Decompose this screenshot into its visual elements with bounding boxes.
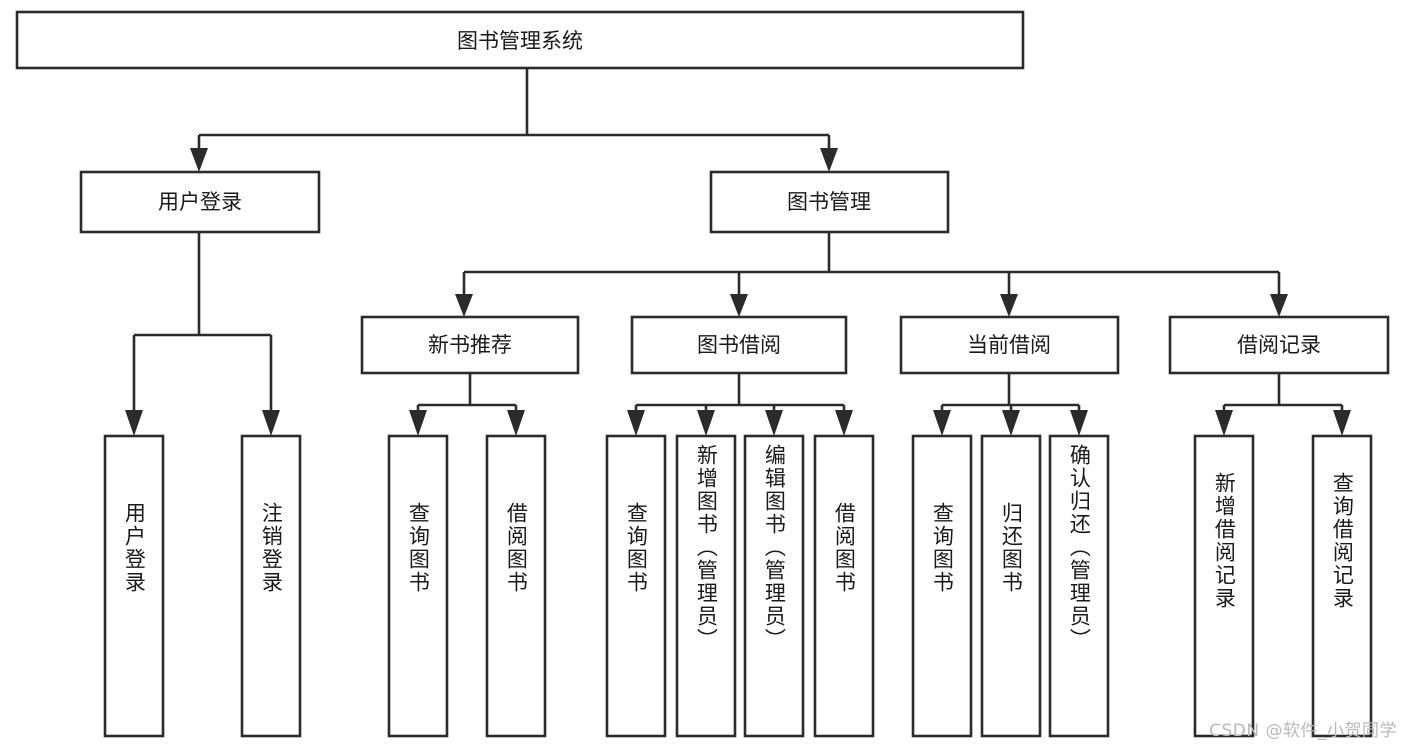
node-borrow-record[interactable]: 借阅记录 <box>1168 315 1390 375</box>
arrow-to-leaf-user-login <box>125 410 143 436</box>
arrow-to-new-book-recommend <box>455 294 473 317</box>
node-root-system[interactable]: 图书管理系统 <box>15 10 1025 70</box>
root-box[interactable] <box>15 10 1025 70</box>
leaf-box-confirm-return[interactable] <box>1048 434 1110 738</box>
edge-group-bookmgmt-to-level3 <box>455 232 1288 317</box>
leaf-box-user-login[interactable] <box>103 434 165 738</box>
edge-group-root-to-level2 <box>190 68 838 172</box>
borrow-record-label: 借阅记录 <box>1237 333 1321 357</box>
user-login-box[interactable] <box>79 170 321 234</box>
arrow-to-leaf-edit-book <box>765 410 783 436</box>
edge-group-userlogin-to-leaves <box>125 232 280 436</box>
borrow-record-box[interactable] <box>1168 315 1390 375</box>
edge-group-borrowrecord-to-leaves <box>1215 373 1351 436</box>
leaf-box-query-record[interactable] <box>1311 434 1373 738</box>
leaf-box-query-book-b[interactable] <box>605 434 667 738</box>
book-borrow-label: 图书借阅 <box>697 333 781 357</box>
root-label: 图书管理系统 <box>457 29 583 53</box>
leaf-box-query-book-a[interactable] <box>387 434 449 738</box>
leaf-box-return-book[interactable] <box>980 434 1042 738</box>
book-borrow-box[interactable] <box>630 315 848 375</box>
edge-group-newbook-to-leaves <box>409 373 525 436</box>
leaf-box-add-book[interactable] <box>675 434 737 738</box>
node-current-borrow[interactable]: 当前借阅 <box>899 315 1120 375</box>
leaf-box-borrow-book-b[interactable] <box>813 434 875 738</box>
arrow-root-to-user-login <box>190 148 208 172</box>
edge-group-currentborrow-to-leaves <box>933 373 1088 436</box>
leaf-box-edit-book[interactable] <box>743 434 805 738</box>
arrow-to-leaf-borrow-book-b <box>835 410 853 436</box>
book-management-label: 图书管理 <box>787 190 871 214</box>
leaf-box-logout[interactable] <box>240 434 302 738</box>
book-management-box[interactable] <box>709 170 950 234</box>
arrow-to-leaf-borrow-book-a <box>507 410 525 436</box>
leaf-box-query-book-c[interactable] <box>911 434 973 738</box>
current-borrow-box[interactable] <box>899 315 1120 375</box>
node-book-management[interactable]: 图书管理 <box>709 170 950 234</box>
current-borrow-label: 当前借阅 <box>967 333 1051 357</box>
edge-group-bookborrow-to-leaves <box>627 373 853 436</box>
user-login-label: 用户登录 <box>158 190 242 214</box>
arrow-to-leaf-query-book-c <box>933 410 951 436</box>
node-user-login[interactable]: 用户登录 <box>79 170 321 234</box>
arrow-to-current-borrow <box>1000 294 1018 317</box>
arrow-to-borrow-record <box>1270 294 1288 317</box>
csdn-watermark: CSDN @软件_小贺同学 <box>1209 721 1397 741</box>
node-book-borrow[interactable]: 图书借阅 <box>630 315 848 375</box>
arrow-to-leaf-add-book <box>697 410 715 436</box>
leaf-box-borrow-book-a[interactable] <box>485 434 547 738</box>
new-book-recommend-label: 新书推荐 <box>428 333 512 357</box>
arrow-to-leaf-logout <box>262 410 280 436</box>
node-new-book-recommend[interactable]: 新书推荐 <box>360 315 580 375</box>
new-book-recommend-box[interactable] <box>360 315 580 375</box>
arrow-to-leaf-query-book-b <box>627 410 645 436</box>
arrow-to-leaf-query-book-a <box>409 410 427 436</box>
arrow-to-leaf-confirm-return <box>1070 410 1088 436</box>
arrow-to-leaf-query-record <box>1333 410 1351 436</box>
leaf-box-add-record[interactable] <box>1193 434 1255 738</box>
arrow-to-book-borrow <box>730 294 748 317</box>
arrow-root-to-book-mgmt <box>820 148 838 172</box>
arrow-to-leaf-add-record <box>1215 410 1233 436</box>
arrow-to-leaf-return-book <box>1002 410 1020 436</box>
